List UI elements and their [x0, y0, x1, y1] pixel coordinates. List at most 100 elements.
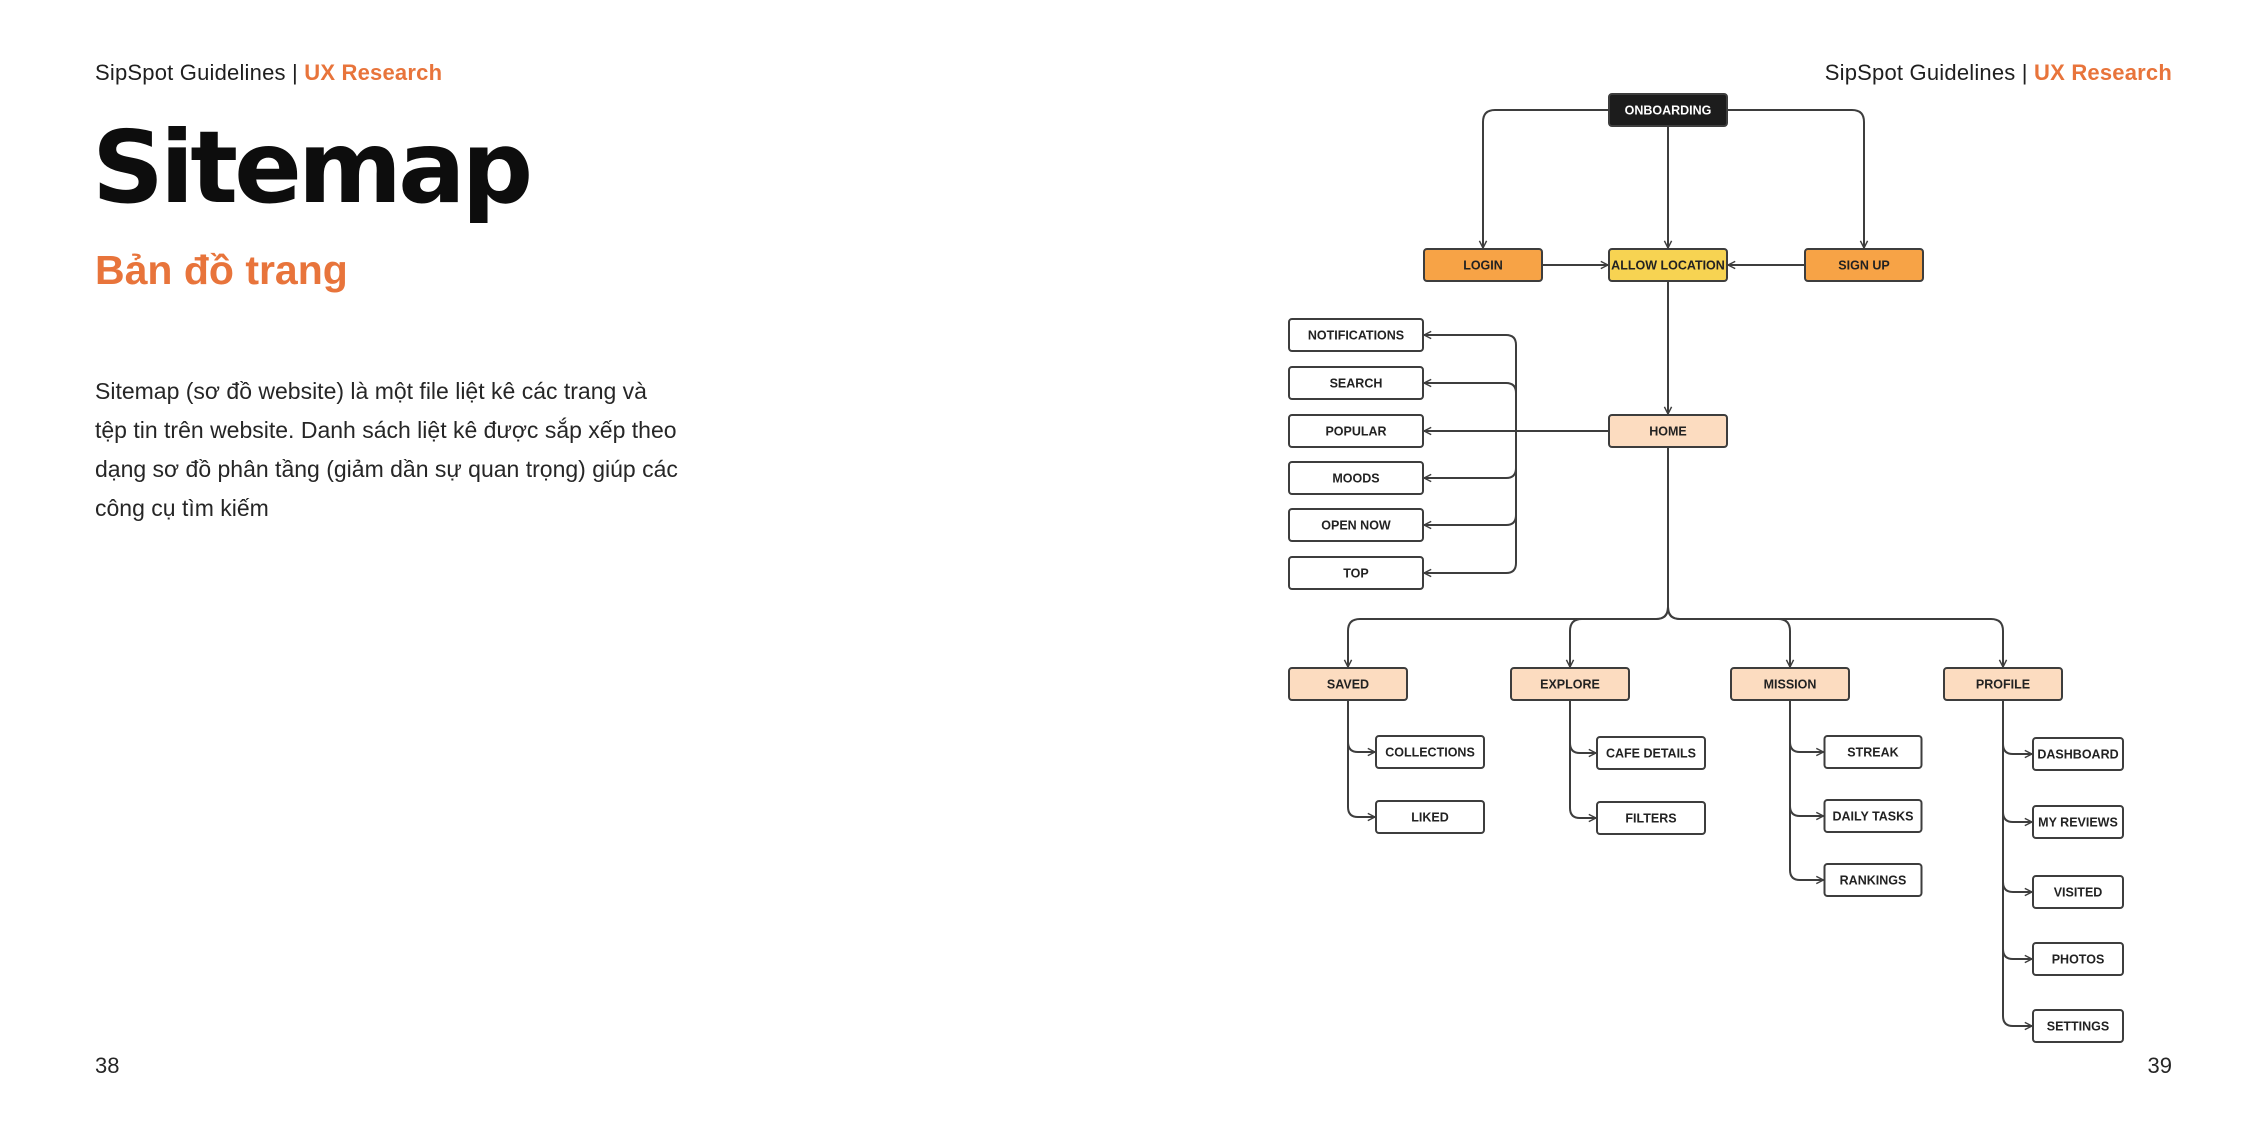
connector-home-to-mission	[1667, 447, 1790, 667]
node-explore: EXPLORE	[1510, 667, 1630, 701]
node-label-rankings: RANKINGS	[1840, 874, 1907, 888]
node-box-profile	[1943, 667, 2063, 701]
node-box-moods	[1288, 461, 1424, 495]
node-label-liked: LIKED	[1411, 811, 1449, 825]
connector-profile-to-visited	[2002, 700, 2032, 892]
node-box-explore	[1510, 667, 1630, 701]
node-home: HOME	[1608, 414, 1728, 448]
header-right: SipSpot Guidelines | UX Research	[1825, 60, 2172, 86]
node-popular: POPULAR	[1288, 414, 1424, 448]
header-brand: SipSpot Guidelines	[1824, 60, 2016, 85]
header-section: UX Research	[2034, 60, 2172, 85]
header-brand: SipSpot Guidelines	[95, 60, 286, 85]
node-box-visited	[2032, 875, 2124, 909]
node-label-open-now: OPEN NOW	[1321, 519, 1391, 533]
node-profile: PROFILE	[1943, 667, 2063, 701]
node-label-streak: STREAK	[1847, 746, 1898, 760]
connector-home-to-profile	[1667, 447, 2003, 667]
connector-profile-to-settings	[2002, 700, 2032, 1026]
page-number-right: 39	[2147, 1053, 2172, 1078]
node-collections: COLLECTIONS	[1375, 735, 1485, 769]
node-box-my-reviews	[2032, 805, 2124, 839]
node-login: LOGIN	[1423, 248, 1543, 282]
description-paragraph: Sitemap (sơ đồ website) là một file liệt…	[95, 378, 678, 521]
node-saved: SAVED	[1288, 667, 1408, 701]
node-box-collections	[1375, 735, 1485, 769]
node-label-saved: SAVED	[1327, 678, 1369, 692]
node-box-top	[1288, 556, 1424, 590]
node-rankings: RANKINGS	[1823, 863, 1923, 897]
node-box-dashboard	[2032, 737, 2124, 771]
node-filters: FILTERS	[1596, 801, 1706, 835]
node-label-daily-tasks: DAILY TASKS	[1832, 810, 1913, 824]
node-box-allow-location	[1608, 248, 1728, 282]
node-daily-tasks: DAILY TASKS	[1823, 799, 1923, 833]
node-box-cafe-details	[1596, 736, 1706, 770]
node-visited: VISITED	[2032, 875, 2124, 909]
connector-explore-to-cafe-details	[1569, 700, 1596, 753]
connector-profile-to-dashboard	[2002, 700, 2032, 754]
node-streak: STREAK	[1823, 735, 1923, 769]
node-box-photos	[2032, 942, 2124, 976]
node-label-settings: SETTINGS	[2047, 1020, 2110, 1034]
node-box-liked	[1375, 800, 1485, 834]
node-top: TOP	[1288, 556, 1424, 590]
connector-onboarding-to-sign-up	[1727, 109, 1864, 248]
node-box-notifications	[1288, 318, 1424, 352]
node-photos: PHOTOS	[2032, 942, 2124, 976]
node-label-cafe-details: CAFE DETAILS	[1606, 747, 1696, 761]
connector-mission-to-daily-tasks	[1789, 700, 1824, 816]
node-onboarding: ONBOARDING	[1608, 93, 1728, 127]
node-box-daily-tasks	[1823, 799, 1923, 833]
node-settings: SETTINGS	[2032, 1009, 2124, 1043]
node-label-onboarding: ONBOARDING	[1625, 104, 1712, 118]
connector-mission-to-rankings	[1789, 700, 1824, 880]
connector-saved-to-liked	[1347, 700, 1375, 817]
node-box-streak	[1823, 735, 1923, 769]
page-number-left: 38	[95, 1053, 120, 1078]
node-label-moods: MOODS	[1332, 472, 1379, 486]
node-dashboard: DASHBOARD	[2032, 737, 2124, 771]
node-box-mission	[1730, 667, 1850, 701]
node-box-open-now	[1288, 508, 1424, 542]
node-label-profile: PROFILE	[1976, 678, 2030, 692]
node-label-notifications: NOTIFICATIONS	[1308, 329, 1404, 343]
node-label-filters: FILTERS	[1625, 812, 1676, 826]
node-box-popular	[1288, 414, 1424, 448]
node-label-popular: POPULAR	[1325, 425, 1386, 439]
header-separator: |	[285, 60, 305, 85]
node-box-search	[1288, 366, 1424, 400]
node-search: SEARCH	[1288, 366, 1424, 400]
connector-home-to-top	[1424, 430, 1609, 573]
node-box-settings	[2032, 1009, 2124, 1043]
connector-profile-to-my-reviews	[2002, 700, 2032, 822]
connector-home-to-explore	[1570, 447, 1669, 667]
node-open-now: OPEN NOW	[1288, 508, 1424, 542]
node-box-saved	[1288, 667, 1408, 701]
node-box-login	[1423, 248, 1543, 282]
node-label-photos: PHOTOS	[2052, 953, 2105, 967]
node-liked: LIKED	[1375, 800, 1485, 834]
node-notifications: NOTIFICATIONS	[1288, 318, 1424, 352]
connector-home-to-search	[1424, 383, 1609, 432]
node-box-filters	[1596, 801, 1706, 835]
node-label-search: SEARCH	[1330, 377, 1383, 391]
node-my-reviews: MY REVIEWS	[2032, 805, 2124, 839]
header-separator: |	[2015, 60, 2035, 85]
page-subtitle: Bản đồ trang	[95, 247, 348, 293]
node-allow-location: ALLOW LOCATION	[1608, 248, 1728, 282]
header-left: SipSpot Guidelines | UX Research	[95, 60, 442, 86]
node-moods: MOODS	[1288, 461, 1424, 495]
connector-layer	[1347, 109, 2032, 1026]
header-section: UX Research	[304, 60, 443, 85]
node-label-my-reviews: MY REVIEWS	[2038, 816, 2118, 830]
node-mission: MISSION	[1730, 667, 1850, 701]
node-label-login: LOGIN	[1463, 259, 1503, 273]
node-sign-up: SIGN UP	[1804, 248, 1924, 282]
connector-saved-to-collections	[1347, 700, 1375, 752]
node-box-onboarding	[1608, 93, 1728, 127]
connector-mission-to-streak	[1789, 700, 1824, 752]
node-box-rankings	[1823, 863, 1923, 897]
node-label-visited: VISITED	[2054, 886, 2103, 900]
